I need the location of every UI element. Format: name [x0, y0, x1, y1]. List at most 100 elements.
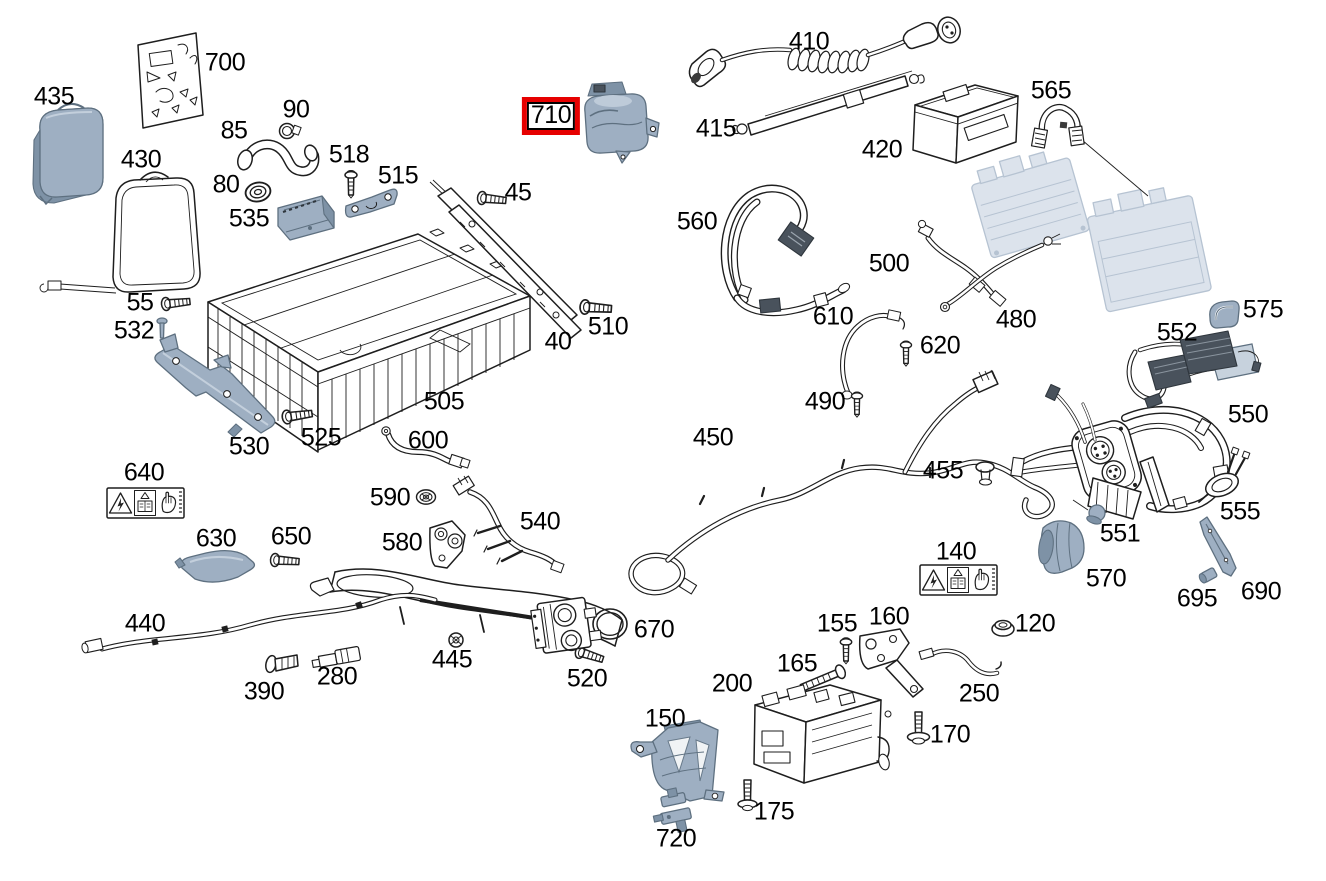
bracket-160-drawing — [858, 628, 924, 698]
part-label-140[interactable]: 140 — [935, 537, 977, 566]
cap-551-drawing — [1086, 504, 1106, 525]
part-label-280[interactable]: 280 — [316, 662, 358, 691]
part-label-700[interactable]: 700 — [204, 48, 246, 77]
screw-155-drawing — [839, 637, 853, 665]
boot-570-drawing — [1038, 520, 1085, 574]
harness-552-drawing — [1126, 330, 1262, 409]
part-label-85[interactable]: 85 — [220, 116, 248, 145]
part-label-565[interactable]: 565 — [1030, 76, 1072, 105]
bracket-580-drawing — [429, 520, 466, 569]
part-label-630[interactable]: 630 — [195, 524, 237, 553]
hose-250-drawing — [918, 647, 1002, 677]
part-label-610[interactable]: 610 — [812, 302, 854, 331]
charge-socket-550-drawing — [1010, 383, 1231, 573]
part-label-450[interactable]: 450 — [692, 423, 734, 452]
part-label-710[interactable]: 710 — [521, 97, 581, 135]
leader-line-565 — [1081, 139, 1149, 197]
part-label-600[interactable]: 600 — [407, 426, 449, 455]
part-label-165[interactable]: 165 — [776, 649, 818, 678]
grommet-590-drawing — [415, 489, 437, 505]
part-label-90[interactable]: 90 — [282, 95, 310, 124]
part-label-520[interactable]: 520 — [566, 664, 608, 693]
screw-490-drawing — [850, 391, 864, 418]
part-label-505[interactable]: 505 — [423, 387, 465, 416]
bracket-515-drawing — [344, 188, 398, 218]
part-label-420[interactable]: 420 — [861, 135, 903, 164]
sleeve-695-drawing — [1198, 567, 1218, 584]
harness-540-drawing — [452, 475, 565, 574]
connector-555-drawing — [1198, 446, 1251, 503]
part-label-80[interactable]: 80 — [212, 170, 240, 199]
part-label-535[interactable]: 535 — [228, 204, 270, 233]
screw-175-drawing — [737, 779, 758, 812]
warning-label-140-drawing — [919, 564, 998, 596]
part-label-415[interactable]: 415 — [695, 114, 737, 143]
part-label-525[interactable]: 525 — [300, 423, 342, 452]
part-label-690[interactable]: 690 — [1240, 577, 1282, 606]
case-435-drawing — [32, 103, 104, 206]
module-535-drawing — [277, 195, 335, 241]
part-label-518[interactable]: 518 — [328, 140, 370, 169]
part-label-551[interactable]: 551 — [1099, 519, 1141, 548]
part-label-440[interactable]: 440 — [124, 609, 166, 638]
part-label-560[interactable]: 560 — [676, 207, 718, 236]
bracket-150-drawing — [630, 719, 725, 802]
part-label-552[interactable]: 552 — [1156, 318, 1198, 347]
part-label-55[interactable]: 55 — [126, 288, 154, 317]
bracket-530-drawing — [154, 333, 276, 438]
part-label-650[interactable]: 650 — [270, 522, 312, 551]
part-label-155[interactable]: 155 — [816, 609, 858, 638]
hose-85-drawing — [237, 139, 320, 177]
part-label-410[interactable]: 410 — [788, 27, 830, 56]
screw-518-drawing — [344, 170, 358, 199]
part-label-532[interactable]: 532 — [113, 316, 155, 345]
part-label-390[interactable]: 390 — [243, 677, 285, 706]
harness-450-drawing — [628, 369, 1055, 596]
part-label-515[interactable]: 515 — [377, 161, 419, 190]
valve-720-drawing — [652, 787, 692, 833]
part-label-540[interactable]: 540 — [519, 507, 561, 536]
cable-500-drawing — [917, 219, 1007, 307]
part-label-510[interactable]: 510 — [587, 312, 629, 341]
part-label-200[interactable]: 200 — [711, 669, 753, 698]
part-label-445[interactable]: 445 — [431, 645, 473, 674]
part-label-695[interactable]: 695 — [1176, 584, 1218, 613]
part-label-570[interactable]: 570 — [1085, 564, 1127, 593]
part-label-455[interactable]: 455 — [922, 456, 964, 485]
part-label-500[interactable]: 500 — [868, 249, 910, 278]
jumper-565-drawing — [1030, 104, 1085, 149]
part-label-40[interactable]: 40 — [544, 327, 572, 356]
part-label-640[interactable]: 640 — [123, 458, 165, 487]
part-label-120[interactable]: 120 — [1014, 609, 1056, 638]
case-430-drawing — [39, 171, 201, 294]
bracket-630-drawing — [174, 549, 256, 583]
screw-170-drawing — [906, 711, 931, 745]
part-label-430[interactable]: 430 — [120, 145, 162, 174]
part-label-580[interactable]: 580 — [381, 528, 423, 557]
part-label-160[interactable]: 160 — [868, 602, 910, 631]
part-label-670[interactable]: 670 — [633, 615, 675, 644]
part-label-45[interactable]: 45 — [504, 178, 532, 207]
part-label-555[interactable]: 555 — [1219, 497, 1261, 526]
part-label-575[interactable]: 575 — [1242, 295, 1284, 324]
part-label-530[interactable]: 530 — [228, 432, 270, 461]
part-label-720[interactable]: 720 — [655, 824, 697, 853]
warning-label-640-drawing — [106, 487, 185, 519]
cable-600-drawing — [381, 426, 471, 469]
part-label-170[interactable]: 170 — [929, 720, 971, 749]
part-label-150[interactable]: 150 — [644, 704, 686, 733]
part-label-480[interactable]: 480 — [995, 305, 1037, 334]
part-label-435[interactable]: 435 — [33, 82, 75, 111]
strip-690-drawing — [1199, 516, 1237, 577]
screw-620-drawing — [899, 340, 913, 367]
part-label-550[interactable]: 550 — [1227, 400, 1269, 429]
part-label-175[interactable]: 175 — [753, 797, 795, 826]
part-label-250[interactable]: 250 — [958, 679, 1000, 708]
part-label-590[interactable]: 590 — [369, 483, 411, 512]
part-label-490[interactable]: 490 — [804, 387, 846, 416]
strap-415-drawing — [732, 70, 925, 136]
part-label-620[interactable]: 620 — [919, 331, 961, 360]
screw-45-drawing — [476, 190, 508, 208]
clamp-90-drawing — [278, 122, 302, 140]
